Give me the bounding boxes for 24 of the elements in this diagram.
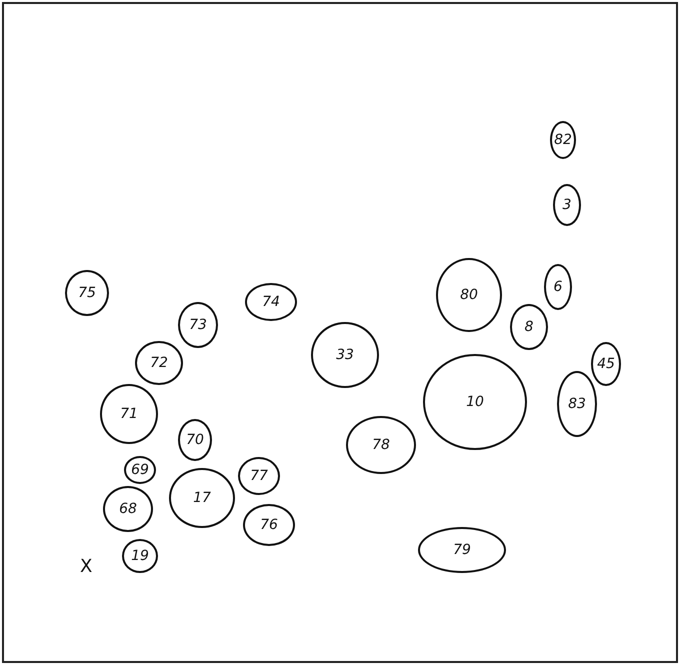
numbered-oval: 76 (243, 504, 295, 546)
numbered-oval: 68 (103, 486, 153, 532)
numbered-oval: 77 (238, 457, 280, 495)
numbered-oval: 80 (436, 258, 502, 332)
numbered-oval: 75 (65, 270, 109, 316)
numbered-oval: 71 (100, 384, 158, 444)
numbered-oval: 70 (178, 419, 212, 461)
numbered-oval: 45 (591, 342, 621, 386)
numbered-oval: 69 (124, 456, 156, 484)
numbered-oval: 3 (553, 184, 581, 226)
numbered-oval: 6 (544, 264, 572, 310)
numbered-oval: 79 (418, 527, 506, 573)
numbered-oval: 82 (550, 121, 576, 159)
numbered-oval: 73 (178, 302, 218, 348)
numbered-oval: 10 (423, 354, 527, 450)
numbered-oval: 8 (510, 304, 548, 350)
numbered-oval: 74 (245, 283, 297, 321)
numbered-oval: 19 (122, 539, 158, 573)
numbered-oval: 33 (311, 322, 379, 388)
numbered-oval: 72 (135, 341, 183, 385)
numbered-oval: 17 (169, 468, 235, 528)
numbered-oval: 78 (346, 416, 416, 474)
map-label: X (80, 556, 92, 577)
numbered-oval: 83 (557, 371, 597, 437)
